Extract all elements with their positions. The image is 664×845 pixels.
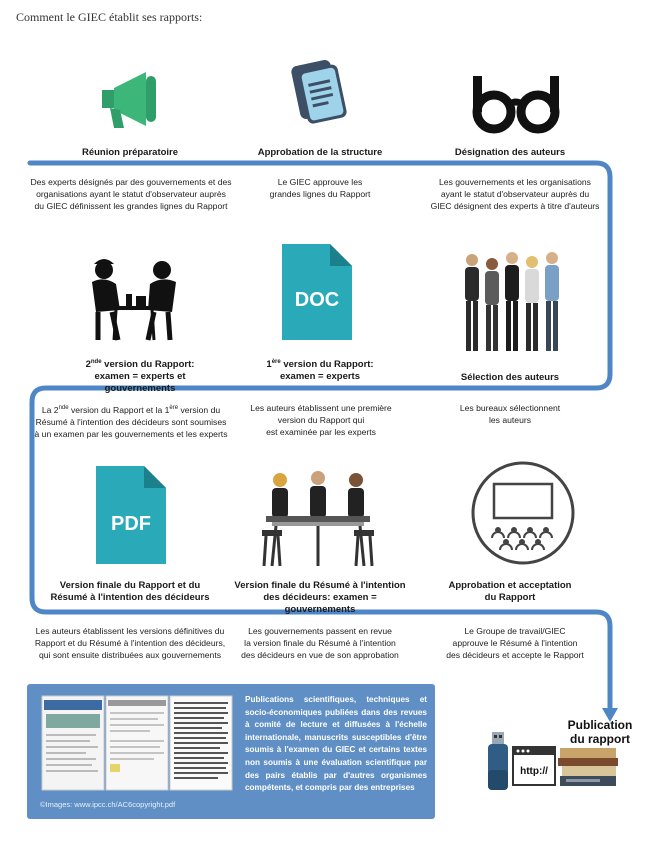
image-credit: ©Images: www.ipcc.ch/AC6copyright.pdf <box>40 800 176 809</box>
browser-window-icon: http:// <box>512 746 556 786</box>
megaphone-icon <box>102 72 156 128</box>
sources-panel-text: Publications scientifiques, techniques e… <box>245 695 427 793</box>
government-table-icon <box>262 471 374 567</box>
doc-icon-text: DOC <box>295 289 339 311</box>
step-reunion-label: Réunion préparatoire <box>81 147 179 158</box>
step-version-finale-rapport-desc: Les auteurs établissent les versions déf… <box>34 626 226 660</box>
pdf-icon-text: PDF <box>111 513 151 535</box>
step-designation-label: Désignation des auteurs <box>454 147 566 158</box>
page-title: Comment le GIEC établit ses rapports: <box>16 10 203 24</box>
step-2nde-version-desc: La 2nde version du Rapport et la 1ère ve… <box>34 404 228 439</box>
meeting-icon <box>92 259 176 341</box>
step-2nde-version-label: 2nde version du Rapport: examen = expert… <box>85 359 195 395</box>
step-1ere-version-label: 1ère version du Rapport: examen = expert… <box>266 359 374 383</box>
step-selection-label: Sélection des auteurs <box>460 372 560 383</box>
usb-stick-icon <box>488 732 508 790</box>
authors-group-icon <box>465 252 559 351</box>
report-pages-thumbnail <box>41 695 233 791</box>
pdf-file-icon: PDF <box>96 466 166 564</box>
step-reunion-desc: Des experts désignés par des gouvernemen… <box>30 177 232 211</box>
books-stack-icon <box>558 748 618 786</box>
doc-file-icon: DOC <box>282 244 352 340</box>
step-approbation-structure-label: Approbation de la structure <box>257 147 383 158</box>
http-label: http:// <box>520 766 548 777</box>
documents-icon <box>291 60 347 124</box>
glasses-icon <box>472 76 560 134</box>
presentation-icon <box>471 461 575 565</box>
